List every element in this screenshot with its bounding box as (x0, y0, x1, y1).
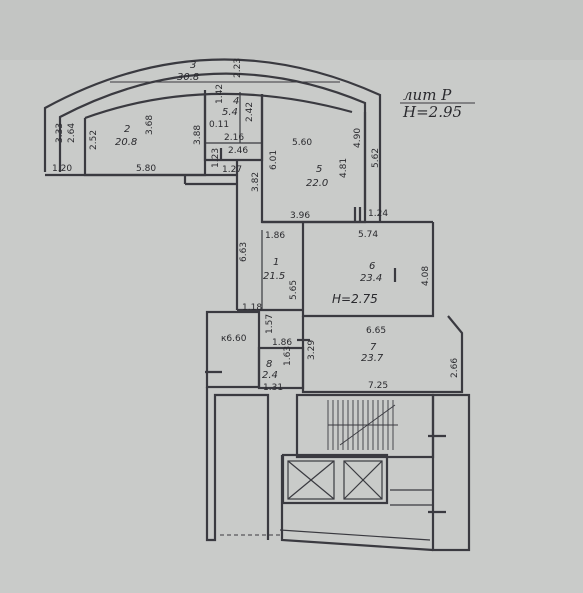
elevator-2-cross-b (343, 460, 383, 500)
dim-1-42: 1.42 (215, 84, 225, 104)
wall-lower-inner (279, 529, 431, 541)
elevator-1-cross-b (287, 460, 335, 500)
dim-1-86-closet: 1.86 (272, 338, 292, 348)
wall-lower-bottom (280, 455, 434, 552)
wall-lower-left (205, 387, 270, 542)
room-2-number: 2 (124, 124, 130, 135)
wall-outer-arc (43, 58, 382, 210)
dim-1-18: 1.18 (242, 303, 262, 313)
title-line-2: H=2.95 (402, 103, 462, 121)
room-1-area: 21.5 (263, 271, 285, 282)
dim-7-25: 7.25 (368, 381, 388, 391)
dim-2-16: 2.16 (224, 133, 244, 143)
elevator-2 (343, 460, 383, 500)
wall-outer-arc-inner-line (58, 72, 367, 210)
title-line-1: лит Р (403, 86, 452, 104)
dim-5-65: 5.65 (289, 280, 299, 300)
dim-3-33: 3.33 (55, 123, 65, 143)
dim-2-23: 2.23 (233, 58, 243, 78)
dim-6-65: 6.65 (366, 326, 386, 336)
dim-3-68: 3.68 (145, 115, 155, 135)
dim-4-08: 4.08 (421, 266, 431, 286)
dim-2-64: 2.64 (67, 123, 77, 143)
dim-2-52: 2.52 (89, 130, 99, 150)
dim-6-63: 6.63 (239, 242, 249, 262)
dim-1-23: 1.23 (211, 148, 221, 168)
wall-room-6 (301, 222, 435, 318)
dim-3-88: 3.88 (193, 125, 203, 145)
room-3-number: 3 (190, 60, 196, 71)
dim-5-80: 5.80 (136, 164, 156, 174)
dim-1-20: 1.20 (52, 164, 72, 174)
dim-4-90: 4.90 (353, 128, 363, 148)
stair-steps (327, 400, 398, 450)
dim-1-27: 1.27 (222, 165, 242, 175)
room-7-number: 7 (370, 342, 377, 353)
dim-3-29: 3.29 (307, 340, 317, 360)
door-marks (205, 148, 446, 514)
dim-1-63: 1.63 (283, 346, 293, 366)
elevator-1 (287, 460, 335, 500)
dim-1-86-hall: 1.86 (265, 231, 285, 241)
dim-2-66: 2.66 (450, 358, 460, 378)
room-1-number: 1 (273, 257, 279, 268)
room-8-area: 2.4 (262, 370, 278, 381)
wall-room-8 (257, 346, 305, 390)
room-7-area: 23.7 (361, 353, 384, 364)
room-6-area: 23.4 (360, 273, 382, 284)
dim-1-57: 1.57 (265, 314, 275, 334)
paper-shadow-top (0, 0, 583, 60)
dim-1-31: 1.31 (263, 383, 283, 393)
wall-inner-arc (84, 92, 353, 120)
room-4-area: 5.4 (222, 107, 238, 118)
dim-5-74: 5.74 (358, 230, 378, 240)
dim-3-96: 3.96 (290, 211, 310, 221)
dim-5-60: 5.60 (292, 138, 312, 148)
dim-2-42: 2.42 (245, 102, 255, 122)
room-4-number: 4 (233, 96, 239, 107)
dim-2-46: 2.46 (228, 146, 248, 156)
height-label: H=2.75 (332, 292, 378, 306)
room-6-number: 6 (369, 261, 375, 272)
room-5-area: 22.0 (306, 178, 328, 189)
dim-3-82: 3.82 (251, 172, 261, 192)
wall-right-shaft (431, 393, 471, 552)
dim-4-81: 4.81 (339, 158, 349, 178)
closet-label: к6.60 (221, 334, 247, 344)
dim-6-01: 6.01 (269, 150, 279, 170)
room-2-area: 20.8 (115, 137, 137, 148)
room-4-extra: 0.11 (209, 120, 229, 130)
room-5-number: 5 (316, 164, 322, 175)
room-8-number: 8 (266, 359, 272, 370)
room-3-area: 30.8 (177, 72, 199, 83)
dim-1-24: 1.24 (368, 209, 388, 219)
dim-5-62: 5.62 (371, 148, 381, 168)
